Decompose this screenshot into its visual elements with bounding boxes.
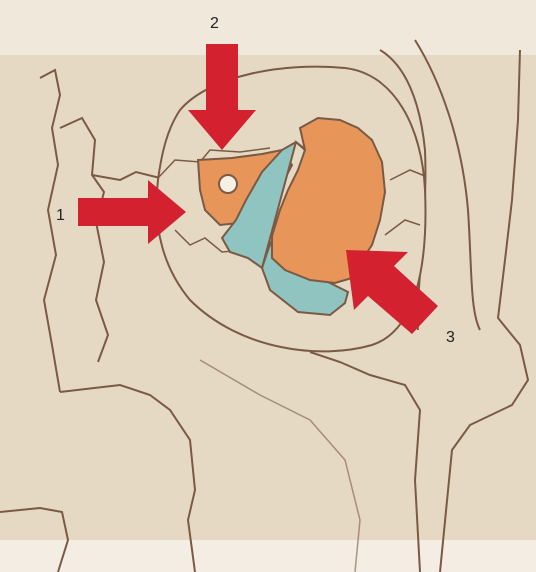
foramen-circle [219, 175, 237, 193]
label-3: 3 [446, 329, 455, 346]
label-2: 2 [210, 15, 219, 32]
bottom-strip [0, 540, 536, 572]
upper-background [0, 0, 536, 55]
label-1: 1 [56, 207, 65, 224]
